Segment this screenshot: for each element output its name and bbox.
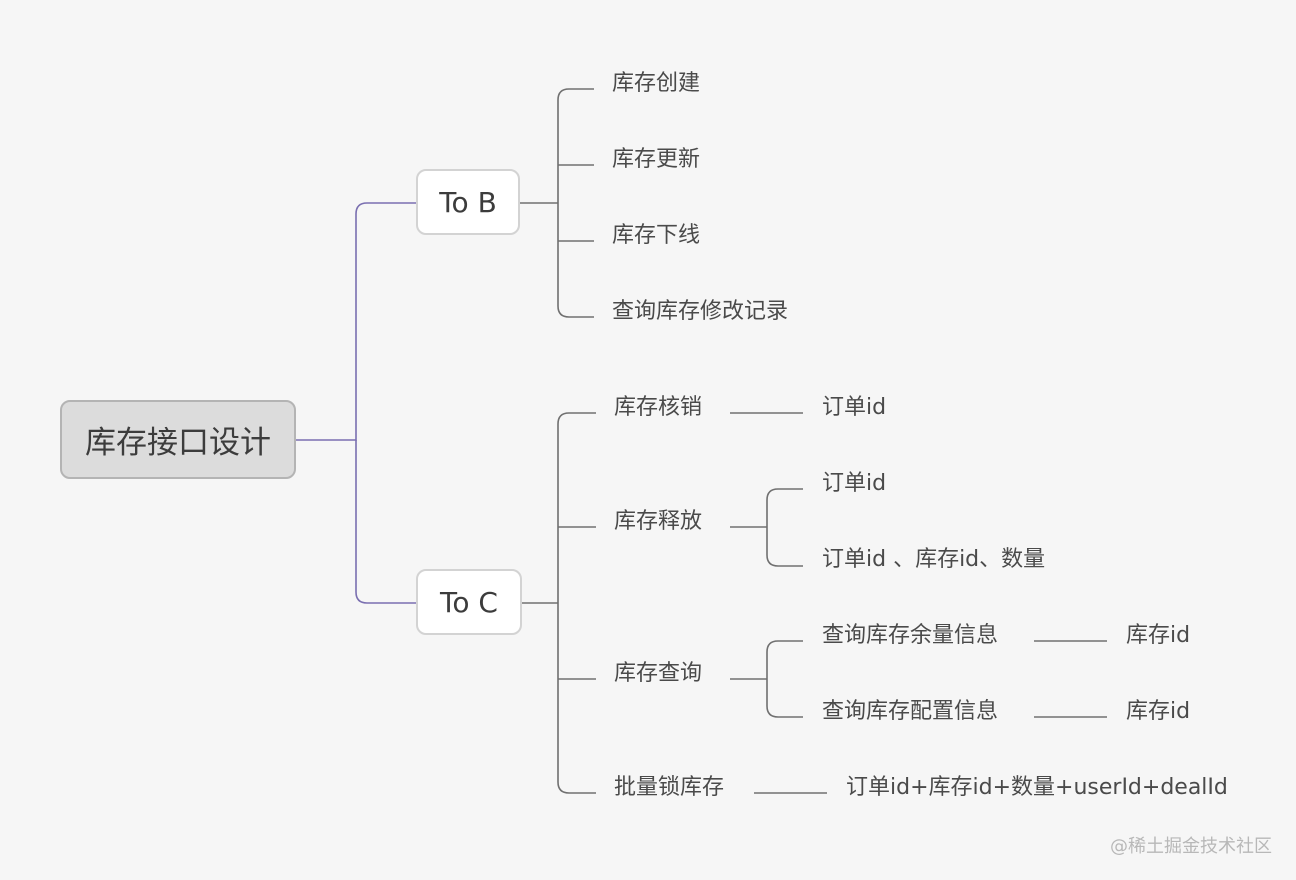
root-link-to-c — [355, 440, 416, 604]
toc-item-chaxun[interactable]: 库存查询 — [614, 661, 703, 686]
tob-item-offline[interactable]: 库存下线 — [612, 223, 701, 248]
toc-spine — [557, 412, 596, 782]
shifang-fork-2 — [766, 554, 803, 567]
hexiao-param[interactable]: 订单id — [822, 395, 887, 420]
to-c-node[interactable]: To C — [416, 569, 522, 635]
chaxun-fork — [766, 640, 803, 706]
chaxun-sub-yuliang[interactable]: 查询库存余量信息 — [822, 623, 999, 648]
toc-item-hexiao[interactable]: 库存核销 — [614, 395, 703, 420]
suo-param[interactable]: 订单id+库存id+数量+userId+dealId — [846, 775, 1228, 800]
toc-link-suo — [557, 781, 596, 794]
toc-item-suo[interactable]: 批量锁库存 — [614, 775, 725, 800]
chaxun-sub-peizhi[interactable]: 查询库存配置信息 — [822, 699, 999, 724]
to-b-label: To B — [439, 185, 497, 219]
toc-item-shifang[interactable]: 库存释放 — [614, 509, 703, 534]
watermark: @稀土掘金技术社区 — [1110, 836, 1272, 857]
to-b-node[interactable]: To B — [416, 169, 520, 235]
tob-item-create[interactable]: 库存创建 — [612, 71, 701, 96]
root-node-label: 库存接口设计 — [85, 425, 271, 461]
tob-spine — [557, 88, 594, 306]
shifang-param-1[interactable]: 订单id — [822, 471, 887, 496]
shifang-fork — [766, 488, 803, 555]
chaxun-fork-2 — [766, 705, 803, 718]
tob-item-history[interactable]: 查询库存修改记录 — [612, 299, 789, 324]
root-link-to-b — [296, 202, 416, 441]
tob-link-3 — [557, 305, 594, 318]
root-node[interactable]: 库存接口设计 — [60, 400, 296, 479]
to-c-label: To C — [440, 585, 498, 619]
chaxun-sub-yuliang-param[interactable]: 库存id — [1126, 623, 1191, 648]
chaxun-sub-peizhi-param[interactable]: 库存id — [1126, 699, 1191, 724]
tob-item-update[interactable]: 库存更新 — [612, 147, 701, 172]
shifang-param-2[interactable]: 订单id 、库存id、数量 — [822, 547, 1046, 572]
